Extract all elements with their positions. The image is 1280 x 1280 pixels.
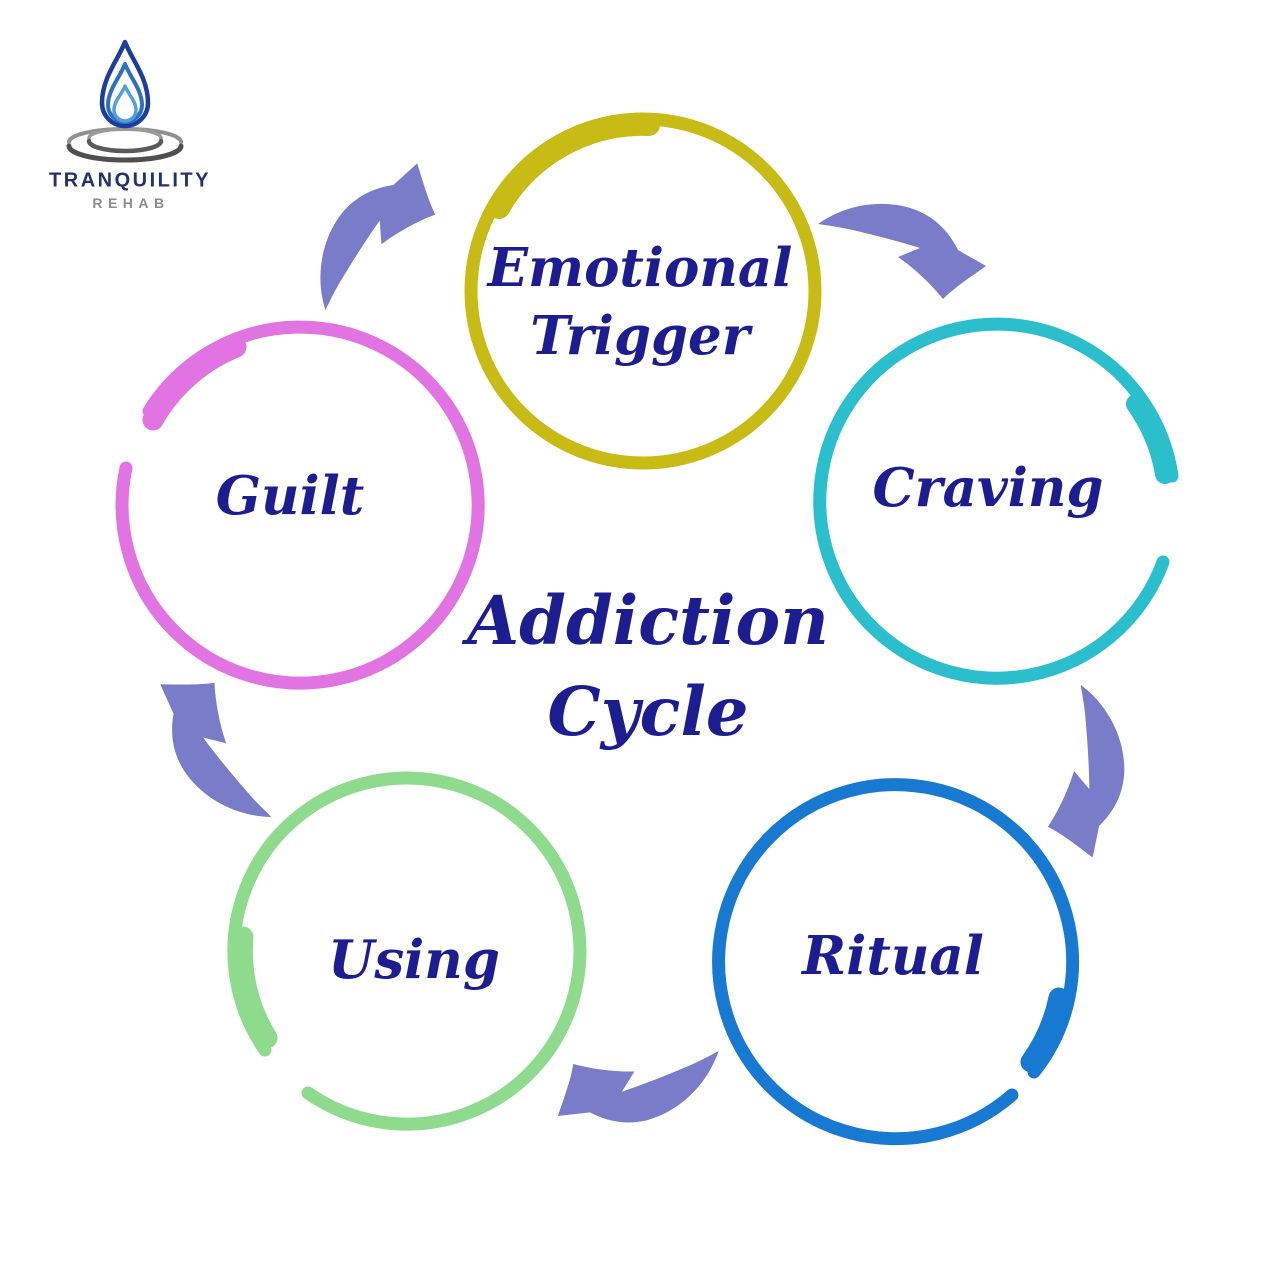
- stage-circle-craving: [813, 317, 1179, 685]
- stage-circle-using: [227, 771, 587, 1131]
- brand-tagline: REHAB: [92, 195, 170, 211]
- stage-circle-ritual: [712, 778, 1080, 1146]
- brush-flick: [142, 336, 247, 431]
- brand-name: TRANQUILITY: [49, 169, 211, 192]
- stage-label-guilt: Guilt: [215, 465, 365, 528]
- stage-circle-guilt: [115, 320, 485, 690]
- ripple-outer-back-icon: [67, 127, 183, 144]
- stage-circle-emotional-trigger: [464, 112, 822, 470]
- brush-flick: [1020, 987, 1070, 1073]
- stage-label-using: Using: [328, 929, 500, 992]
- stage-label-ritual: Ritual: [802, 925, 984, 988]
- flow-arrow-trigger-to-craving-icon: [818, 203, 986, 299]
- circle-stroke: [813, 317, 1179, 685]
- brush-flick: [1126, 394, 1175, 484]
- brush-flick: [231, 926, 278, 1049]
- logo-water-drop-icon: [66, 39, 184, 163]
- brush-flick: [488, 113, 660, 219]
- diagram-title: Addiction Cycle: [467, 580, 829, 751]
- ripple-inner-back-icon: [87, 127, 163, 140]
- drop-outline-inner-icon: [112, 84, 138, 123]
- ripple-inner-front-icon: [86, 138, 164, 154]
- circle-stroke: [227, 771, 587, 1131]
- flow-arrow-guilt-to-trigger-icon: [306, 144, 449, 334]
- ripple-outer-front-icon: [66, 143, 184, 163]
- stage-label-craving: Craving: [872, 457, 1104, 520]
- circle-stroke: [712, 778, 1080, 1146]
- stage-label-emotional-trigger: Emotional Trigger: [487, 237, 793, 367]
- circle-stroke: [115, 320, 485, 690]
